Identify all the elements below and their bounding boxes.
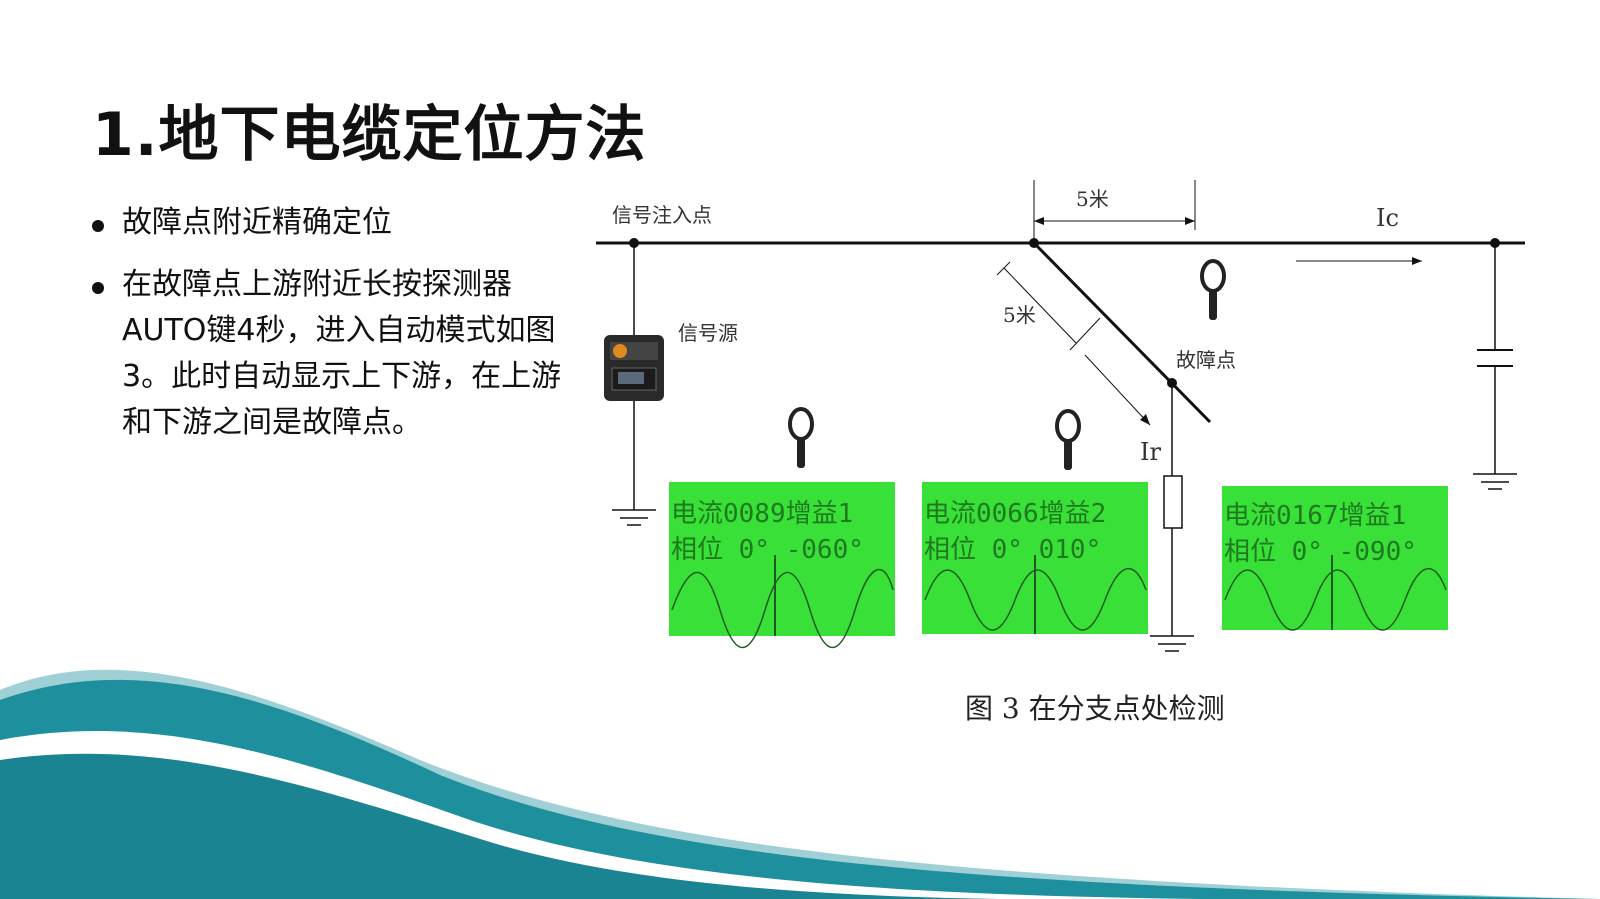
lcd-panel-1: 电流0089增益1 相位 0° -060° [669,482,895,648]
clamp-probe-icon [788,407,814,468]
lcd-waveform [924,568,1147,631]
lcd-waveform [671,568,894,648]
label-signal-source: 信号源 [678,321,738,345]
lcd-line2: 相位 0° -060° [671,535,864,565]
lcd-line1: 电流0167增益1 [1224,501,1406,531]
label-current-c: Ic [1376,204,1399,232]
arrowhead [1140,414,1150,425]
dim-arrow-diag [1003,267,1077,344]
label-distance-top: 5米 [1076,187,1109,211]
lcd-line2: 相位 0° 010° [924,535,1101,565]
signal-source-device-icon [604,335,664,401]
arrowhead [1412,257,1422,265]
label-current-r: Ir [1140,438,1161,466]
slide-title: 1.地下电缆定位方法 [92,100,647,170]
bullet-item: 故障点附近精确定位 [92,200,572,246]
lcd-line2: 相位 0° -090° [1224,537,1417,567]
wave-front [0,753,1000,899]
bullet-list: 故障点附近精确定位 在故障点上游附近长按探测器AUTO键4秒，进入自动模式如图3… [92,200,572,462]
label-signal-injection: 信号注入点 [612,203,712,227]
bullet-text: 故障点附近精确定位 [122,205,392,240]
branch-cable [1032,241,1212,424]
arrowhead [1185,217,1195,225]
bullet-dot [92,282,104,294]
lcd-waveform [1224,568,1447,631]
arrowhead [1034,217,1044,225]
dim-tick [996,261,1011,276]
dim-tick [1069,317,1101,351]
clamp-probe-icon [1055,409,1081,470]
clamp-probe-icon [1200,259,1226,320]
label-distance-branch: 5米 [1003,303,1036,327]
label-fault-point: 故障点 [1176,348,1236,372]
bullet-text: 在故障点上游附近长按探测器AUTO键4秒，进入自动模式如图3。此时自动显示上下游… [122,267,562,440]
lcd-line1: 电流0089增益1 [671,499,853,529]
fault-resistor [1163,475,1183,529]
lcd-panel-3: 电流0167增益1 相位 0° -090° [1222,486,1448,631]
figure-caption: 图 3 在分支点处检测 [965,692,1225,725]
ir-arrow [1084,354,1151,426]
lcd-line1: 电流0066增益2 [924,499,1106,529]
lcd-panel-2: 电流0066增益2 相位 0° 010° [922,482,1148,634]
bullet-dot [92,220,104,232]
bullet-item: 在故障点上游附近长按探测器AUTO键4秒，进入自动模式如图3。此时自动显示上下游… [92,262,572,446]
